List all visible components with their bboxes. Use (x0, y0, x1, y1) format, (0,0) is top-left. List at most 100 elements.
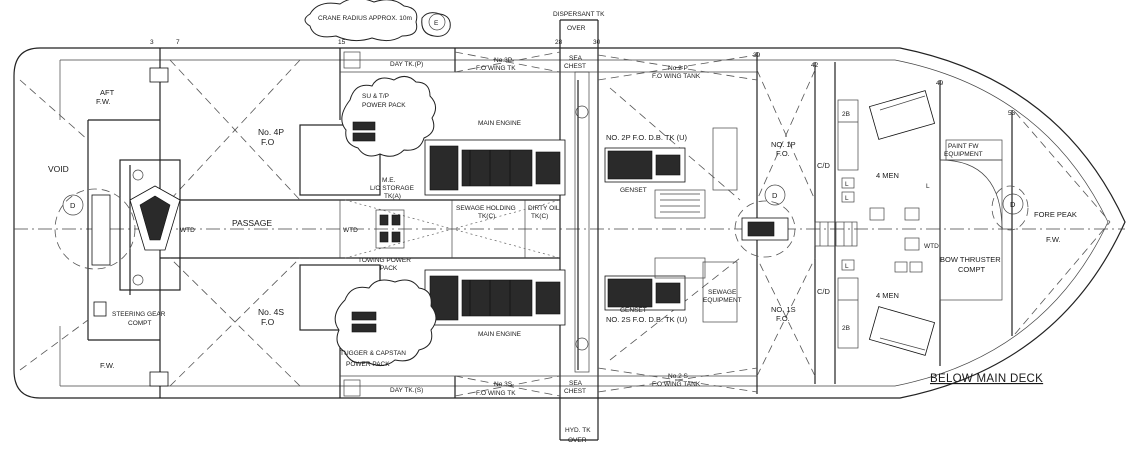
main-engine-starboard-label: MAIN ENGINE (478, 331, 522, 338)
sewage-holding-tank-label: SEWAGE HOLDING (456, 205, 516, 212)
no1p-label-2: F.O. (776, 149, 790, 158)
d-marker-fwd: D (1010, 200, 1016, 209)
su-tp-power-pack-label-2: POWER PACK (362, 102, 406, 109)
paint-store-label-2: EQUIPMENT (944, 151, 983, 158)
notes: CRANE RADIUS APPROX. 10m DISPERSANT TK O… (318, 11, 605, 444)
main-engine-port (424, 139, 566, 196)
day-tank-starboard-label: DAY TK.(S) (390, 387, 423, 394)
steering-gear (54, 67, 181, 387)
steering-gear-label: STEERING GEAR (112, 311, 166, 318)
bow-thruster-equipment (734, 185, 1029, 258)
d-marker-aft: D (70, 201, 76, 210)
passage-label: PASSAGE (232, 218, 272, 228)
me-lo-storage-label-3: TK(A) (384, 193, 401, 200)
frame-3: 3 (150, 39, 154, 46)
four-men-port-label: 4 MEN (876, 171, 899, 180)
paint-store-label: PAINT FW (948, 143, 979, 150)
no3s-label-2: F.O WING TK (476, 390, 516, 397)
crane-radius-note: CRANE RADIUS APPROX. 10m (318, 15, 412, 22)
locker-2: L (845, 195, 849, 202)
towing-power-pack-label: TOWING POWER (358, 257, 411, 264)
wtd-fwd-label: WTD (924, 243, 939, 250)
bunk-port-label: 2B (842, 111, 850, 118)
fore-peak-label-2: F.W. (1046, 235, 1061, 244)
tugger-capstan-label-2: POWER PACK (346, 361, 390, 368)
frame-30: 30 (593, 39, 601, 46)
frame-28: 28 (555, 39, 563, 46)
no4p-label: No. 4P (258, 127, 284, 137)
frame-15: 15 (338, 39, 346, 46)
tank-boundaries (19, 51, 1111, 397)
dirty-oil-tank-label-2: TK(C) (531, 213, 548, 220)
no3p-label-2: F.O WING TK (476, 65, 516, 72)
crane-cloud (304, 0, 451, 42)
bulkheads (87, 19, 1013, 441)
steering-gear-label-2: COMPT (128, 320, 152, 327)
no2s-wing-label: No.2 S (668, 373, 689, 380)
me-lo-storage-label: M.E. (382, 177, 396, 184)
e-marker: E (434, 20, 439, 27)
locker-1: L (845, 181, 849, 188)
dirty-oil-tank-label: DIRTY OIL (528, 205, 560, 212)
bow-thruster-compt-label-2: COMPT (958, 265, 986, 274)
aft-fw-label: AFT (100, 88, 115, 97)
me-lo-storage (375, 209, 405, 249)
d-marker-mid: D (772, 191, 778, 200)
frame-53: 53 (1008, 110, 1016, 117)
hull-outline (13, 47, 1126, 399)
dispersant-over-label: OVER (567, 25, 586, 32)
no1s-label-2: F.O. (776, 314, 790, 323)
bunk-starboard-label: 2B (842, 325, 850, 332)
day-tank-port-label: DAY TK.(P) (390, 61, 423, 68)
no1s-label: NO. 1S (771, 305, 796, 314)
no2s-fo-db-label: NO. 2S F.O. D.B. TK (U) (606, 315, 688, 324)
frame-49: 49 (936, 80, 944, 87)
bow-thruster-compt-label: BOW THRUSTER (940, 255, 1001, 264)
hyd-tank-label: HYD. TK (565, 427, 591, 434)
deck-markers (62, 13, 1024, 216)
cd-starboard-label: C/D (817, 287, 831, 296)
compartment-labels: AFT F.W. VOID F.W. STEERING GEAR COMPT P… (48, 20, 1077, 397)
sewage-holding-tank-label-2: TK(C) (478, 213, 495, 220)
no1p-label: NO. 1P (771, 140, 796, 149)
four-men-starboard-label: 4 MEN (876, 291, 899, 300)
dispersant-tank-label: DISPERSANT TK (553, 11, 605, 18)
no3s-label: No.3S (494, 381, 513, 388)
no4s-label-2: F.O (261, 317, 275, 327)
main-engine-port-label: MAIN ENGINE (478, 120, 522, 127)
sewage-equipment-label-2: EQUIPMENT (703, 297, 742, 304)
locker-4: L (926, 183, 930, 190)
aft-fw-label-2: F.W. (96, 97, 111, 106)
frame-7: 7 (176, 39, 180, 46)
tugger-capstan-power-pack (334, 279, 437, 366)
no2s-wing-label-2: F.O WING TANK (652, 381, 701, 388)
locker-3: L (845, 263, 849, 270)
su-tp-power-pack-label: SU & T/P (362, 93, 389, 100)
sewage-equipment-label: SEWAGE (708, 289, 737, 296)
fore-peak-label: FORE PEAK (1034, 210, 1077, 219)
no3p-label: No.3P (494, 57, 512, 64)
wtd-mid-label: WTD (343, 227, 358, 234)
me-lo-storage-label-2: L/O STORAGE (370, 185, 415, 192)
no4p-label-2: F.O (261, 137, 275, 147)
genset-port (604, 127, 738, 219)
genset-starboard-label: GENSET (620, 307, 647, 314)
genset-starboard (604, 257, 738, 323)
sea-chest-port-label-2: CHEST (564, 63, 586, 70)
no2p-wing-label: No.2 P (668, 65, 688, 72)
no2p-fo-db-label: NO. 2P F.O. D.B. TK (U) (606, 133, 687, 142)
towing-power-pack-label-2: PACK (380, 265, 398, 272)
tugger-capstan-label: TUGGER & CAPSTAN (340, 350, 406, 357)
crew-cabins (837, 90, 1003, 356)
genset-port-label: GENSET (620, 187, 647, 194)
view-title: BELOW MAIN DECK (930, 373, 1043, 385)
hyd-over-label: OVER (568, 437, 587, 444)
cd-port-label: C/D (817, 161, 831, 170)
frame-39: 39 (753, 52, 761, 59)
su-tp-power-pack (341, 76, 436, 157)
main-engine-starboard (424, 269, 566, 326)
no2p-wing-label-2: F.O WING TANK (652, 73, 701, 80)
sea-chest-starboard-label: SEA (569, 380, 583, 387)
wtd-aft-label: WTD (180, 227, 195, 234)
